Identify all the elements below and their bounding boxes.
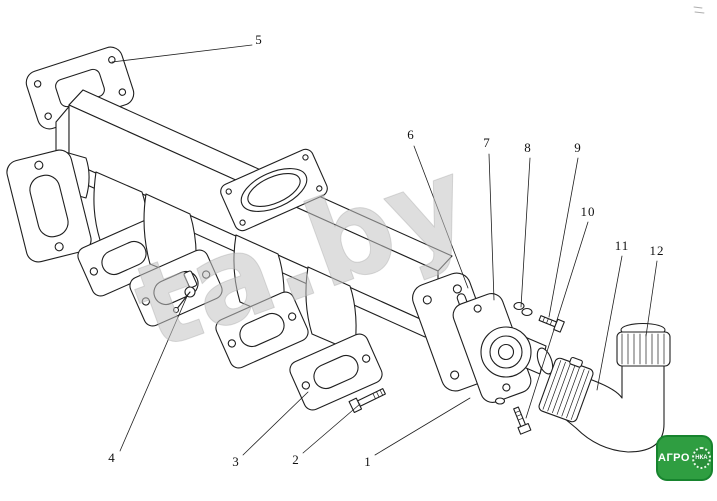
drain-cock xyxy=(172,270,198,314)
callout-9: 9 xyxy=(574,140,582,155)
callout-8: 8 xyxy=(524,140,532,155)
bolt-part-10 xyxy=(513,406,532,435)
washers xyxy=(494,301,533,405)
site-logo-emblem-text: НКА xyxy=(695,455,708,461)
runner-port-1 xyxy=(77,171,171,297)
runner-port-4 xyxy=(289,266,383,411)
hose-clamp-upper xyxy=(616,331,671,367)
leader-line-2 xyxy=(302,403,361,454)
top-pad xyxy=(220,148,328,232)
leader-lines xyxy=(111,44,658,456)
leader-line-10 xyxy=(525,221,589,419)
callout-7: 7 xyxy=(483,135,491,150)
leader-line-6 xyxy=(413,145,469,289)
left-port-flange xyxy=(6,149,92,263)
outlet-adapter xyxy=(452,293,554,403)
callout-5: 5 xyxy=(255,32,263,47)
leader-line-12 xyxy=(645,260,658,337)
bolt-part-2 xyxy=(348,388,386,414)
callout-3: 3 xyxy=(232,454,240,469)
callout-4: 4 xyxy=(108,450,116,465)
leader-line-9 xyxy=(548,157,579,318)
site-logo-text: АГРО xyxy=(658,451,690,464)
hose-clamp-lower xyxy=(538,356,594,423)
site-logo-emblem: НКА xyxy=(691,447,711,469)
site-logo: АГРО НКА xyxy=(656,435,713,481)
leader-line-8 xyxy=(520,157,531,308)
leader-line-1 xyxy=(374,397,471,456)
callout-6: 6 xyxy=(407,127,415,142)
leader-line-4 xyxy=(119,293,189,452)
callout-2: 2 xyxy=(292,452,300,467)
leader-line-11 xyxy=(596,255,623,391)
callout-10: 10 xyxy=(580,204,596,219)
leader-line-3 xyxy=(242,391,309,456)
leader-line-7 xyxy=(488,153,495,301)
corner-mark xyxy=(693,6,705,14)
callout-1: 1 xyxy=(364,454,372,469)
callout-11: 11 xyxy=(614,238,630,253)
runner-port-3 xyxy=(215,234,309,369)
bolt-part-9 xyxy=(538,315,565,333)
leader-line-5 xyxy=(111,44,253,63)
callout-12: 12 xyxy=(649,243,665,258)
